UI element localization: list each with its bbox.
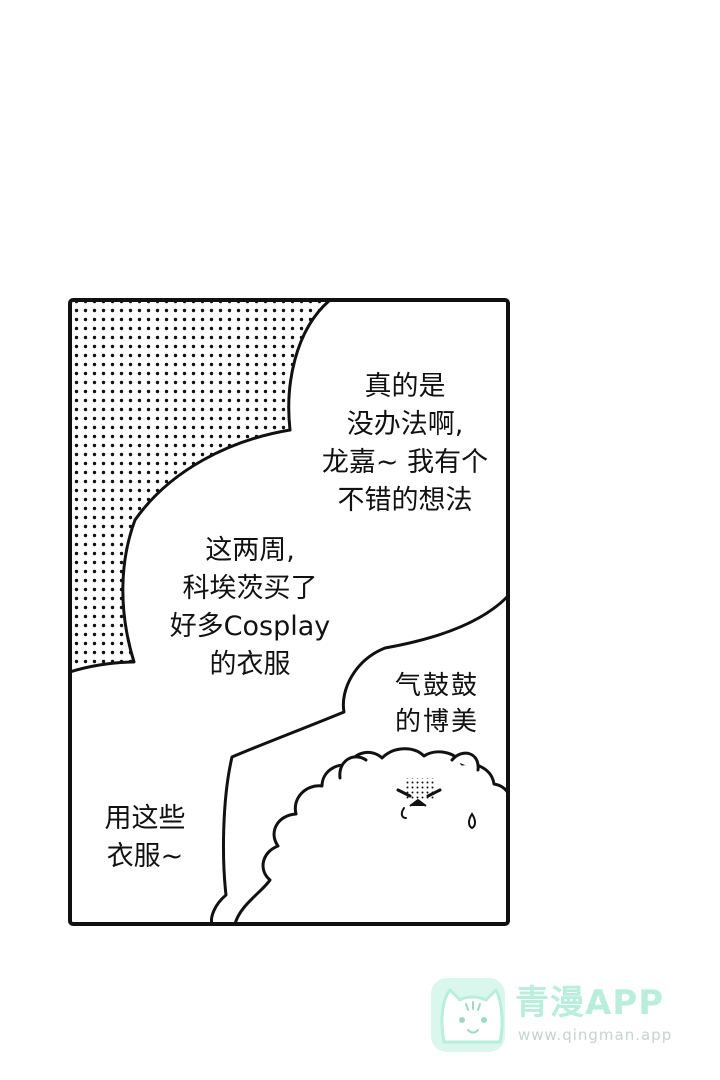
speech-bubble-top-right: 真的是 没办法啊, 龙嘉~ 我有个 不错的想法	[300, 368, 510, 520]
bubble-line: 这两周,	[205, 535, 295, 566]
pomeranian-left-eye	[396, 788, 412, 798]
bubble-line: 的衣服	[209, 649, 291, 680]
anger-mark	[404, 778, 434, 800]
bubble-top-right-outline	[287, 300, 332, 432]
panel-border	[68, 298, 510, 926]
watermark-url: www.qingman.app	[518, 1026, 673, 1044]
pomeranian-left-ear	[338, 755, 368, 780]
bubble-line: 衣服~	[106, 841, 184, 872]
bubble-right-tail-outline	[210, 594, 508, 924]
speech-bubble-middle-left: 这两周, 科埃茨买了 好多Cosplay 的衣服	[150, 532, 350, 684]
bubble-line: 真的是	[364, 371, 446, 402]
cat-logo-stripes	[465, 1001, 481, 1011]
cat-logo-face	[440, 988, 504, 1044]
bubble-middle-left-outline	[70, 428, 292, 674]
pomeranian-mouth	[409, 799, 427, 807]
pomeranian-cheek-left	[400, 807, 407, 819]
pomeranian-icon	[233, 747, 508, 924]
screentone-area	[70, 300, 330, 672]
cat-logo-left-eye	[459, 1017, 465, 1023]
speech-bubble-bottom-left: 用这些 衣服~	[85, 800, 205, 876]
cat-logo-right-eye	[481, 1017, 487, 1023]
bubble-line: 好多Cosplay	[169, 611, 331, 642]
bubble-line: 科埃茨买了	[182, 573, 318, 604]
sfx-line: 的博美	[394, 707, 479, 737]
watermark-app-name: 青漫APP	[515, 983, 665, 1023]
pomeranian-sweat-drop	[468, 812, 476, 830]
bubble-line: 没办法啊,	[346, 409, 464, 440]
cat-logo-icon	[431, 978, 505, 1052]
bubble-line: 龙嘉~ 我有个	[321, 447, 489, 478]
sfx-line: 气鼓鼓	[394, 671, 479, 701]
pomeranian-right-ear	[450, 751, 480, 772]
bubble-line: 用这些	[104, 803, 186, 834]
cat-logo-mouth	[467, 1029, 479, 1034]
bubble-line: 不错的想法	[337, 485, 473, 516]
sound-effect-text: 气鼓鼓 的博美	[372, 668, 502, 740]
speech-bubbles	[70, 300, 508, 924]
pomeranian-right-eye	[426, 788, 442, 798]
